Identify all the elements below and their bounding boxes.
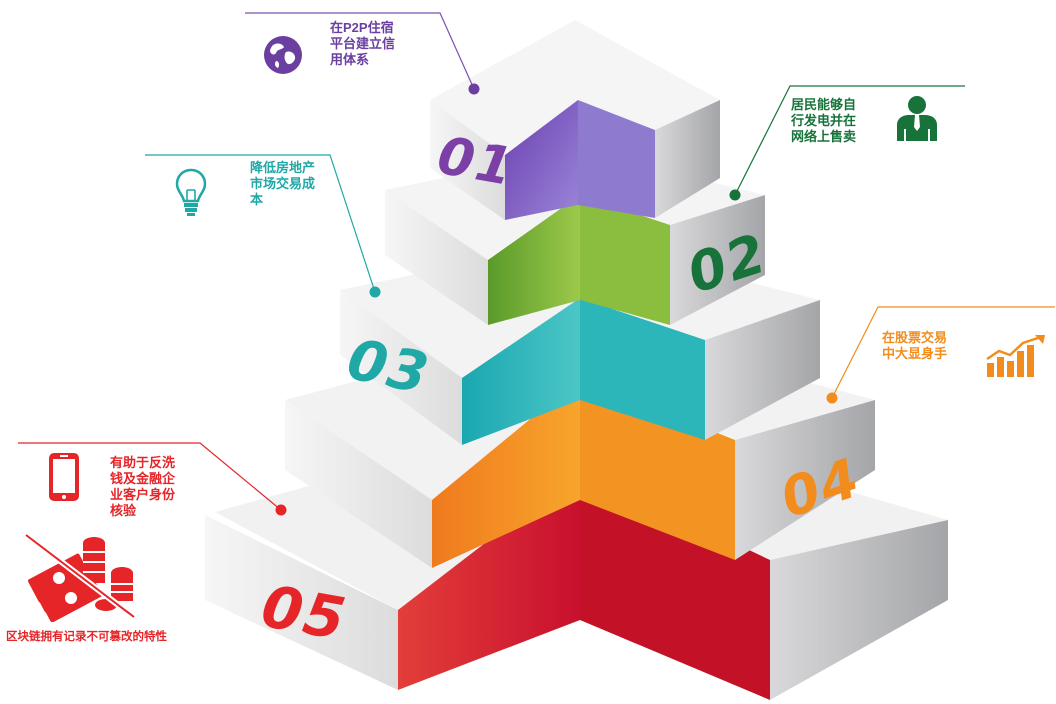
step-05-line-2: 钱及金融企 (110, 471, 176, 486)
step-01-leader (245, 12, 480, 95)
step-02-line-1: 居民能够自 (791, 97, 857, 112)
step-05-number: 05 (257, 572, 352, 654)
step-03-leader (145, 154, 381, 298)
step-03-callout: 降低房地产 市场交易成 本 (250, 160, 315, 208)
step-03-line-2: 市场交易成 (250, 176, 316, 191)
step-01-number: 01 (433, 126, 519, 198)
step-02-line-3: 网络上售卖 (791, 129, 857, 144)
step-05-line-3: 业客户身份 (110, 487, 176, 502)
step-02-line-2: 行发电并在 (791, 113, 857, 128)
step-02-callout: 居民能够自 行发电并在 网络上售卖 (791, 97, 856, 145)
bottom-caption: 区块链拥有记录不可篡改的特性 (6, 631, 167, 643)
step-05-leader (18, 442, 287, 516)
step-01-line-3: 用体系 (330, 52, 370, 67)
step-03-line-3: 本 (250, 192, 264, 207)
growth-chart-icon (986, 335, 1045, 377)
step-04-line-1: 在股票交易 (882, 330, 948, 345)
step-05-callout: 有助于反洗 钱及金融企 业客户身份 核验 (110, 455, 175, 519)
globe-icon (264, 36, 302, 74)
step-01-block (430, 20, 720, 220)
step-05-line-4: 核验 (110, 503, 137, 518)
lightbulb-icon (175, 168, 207, 216)
step-02-leader (729, 85, 965, 201)
step-04-callout: 在股票交易 中大显身手 (882, 330, 947, 362)
crossed-money-icon (24, 532, 136, 622)
step-01-line-1: 在P2P住宿 (330, 20, 394, 35)
step-05-line-1: 有助于反洗 (110, 455, 176, 470)
step-04-line-2: 中大显身手 (882, 346, 948, 361)
step-01-callout: 在P2P住宿 平台建立信 用体系 (330, 20, 395, 68)
step-01-line-2: 平台建立信 (330, 36, 396, 51)
step-04-leader (826, 306, 1055, 404)
smartphone-icon (49, 453, 79, 501)
person-icon (897, 96, 937, 141)
step-03-line-1: 降低房地产 (250, 160, 316, 175)
